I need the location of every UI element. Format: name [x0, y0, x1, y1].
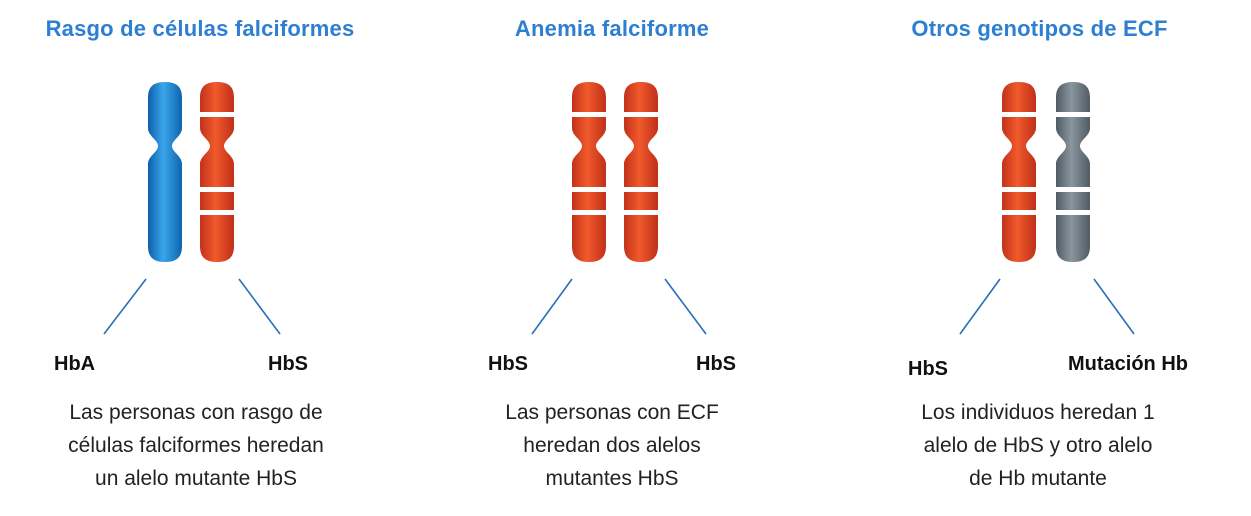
- description-line: alelo de HbS y otro alelo: [923, 434, 1153, 457]
- allele-label-right: Mutación Hb: [1068, 353, 1188, 375]
- chromosome-right-icon: [623, 82, 659, 262]
- allele-label-right: HbS: [696, 353, 736, 375]
- panel-title: Rasgo de células falciformes: [45, 16, 355, 41]
- connector-lines: [959, 278, 1135, 335]
- chromosome-right-icon: [1055, 82, 1091, 262]
- description-line: heredan dos alelos: [523, 434, 701, 457]
- chromosome-left-icon: [148, 82, 182, 262]
- connector-line-right: [664, 278, 707, 335]
- chromosome-left-icon: [571, 82, 607, 262]
- panel-description: Las personas con rasgo de células falcif…: [0, 396, 392, 495]
- panel-description: Los individuos heredan 1 alelo de HbS y …: [842, 396, 1234, 495]
- description-line: un alelo mutante HbS: [95, 467, 297, 490]
- description-line: de Hb mutante: [969, 467, 1107, 490]
- description-line: células falciformes heredan: [68, 434, 324, 457]
- connector-line-left: [103, 278, 147, 335]
- panel-description: Las personas con ECF heredan dos alelos …: [412, 396, 812, 495]
- connector-line-left: [531, 278, 573, 335]
- description-line: mutantes HbS: [545, 467, 679, 490]
- panel-other-scd-genotypes: Otros genotipos de ECF HbS Mutación Hb L…: [842, 0, 1242, 516]
- connector-lines: [531, 278, 707, 335]
- connector-line-right: [238, 278, 281, 335]
- allele-label-left: HbS: [908, 358, 948, 380]
- chromosome-left-icon: [1001, 82, 1037, 262]
- chromosome-right-icon: [199, 82, 235, 262]
- allele-label-left: HbA: [54, 353, 96, 375]
- connector-line-right: [1093, 278, 1135, 335]
- panel-title: Anemia falciforme: [514, 16, 710, 41]
- panel-sickle-cell-anemia: Anemia falciforme HbS HbS Las personas c…: [412, 0, 812, 516]
- panel-title: Otros genotipos de ECF: [911, 16, 1168, 41]
- connector-line-left: [959, 278, 1001, 335]
- allele-label-left: HbS: [488, 353, 528, 375]
- connector-lines: [103, 278, 281, 335]
- description-line: Las personas con ECF: [505, 401, 719, 424]
- panel-sickle-cell-trait: Rasgo de células falciformes HbA HbS Las…: [0, 0, 400, 516]
- allele-label-right: HbS: [268, 353, 308, 375]
- description-line: Las personas con rasgo de: [69, 401, 323, 424]
- description-line: Los individuos heredan 1: [921, 401, 1155, 424]
